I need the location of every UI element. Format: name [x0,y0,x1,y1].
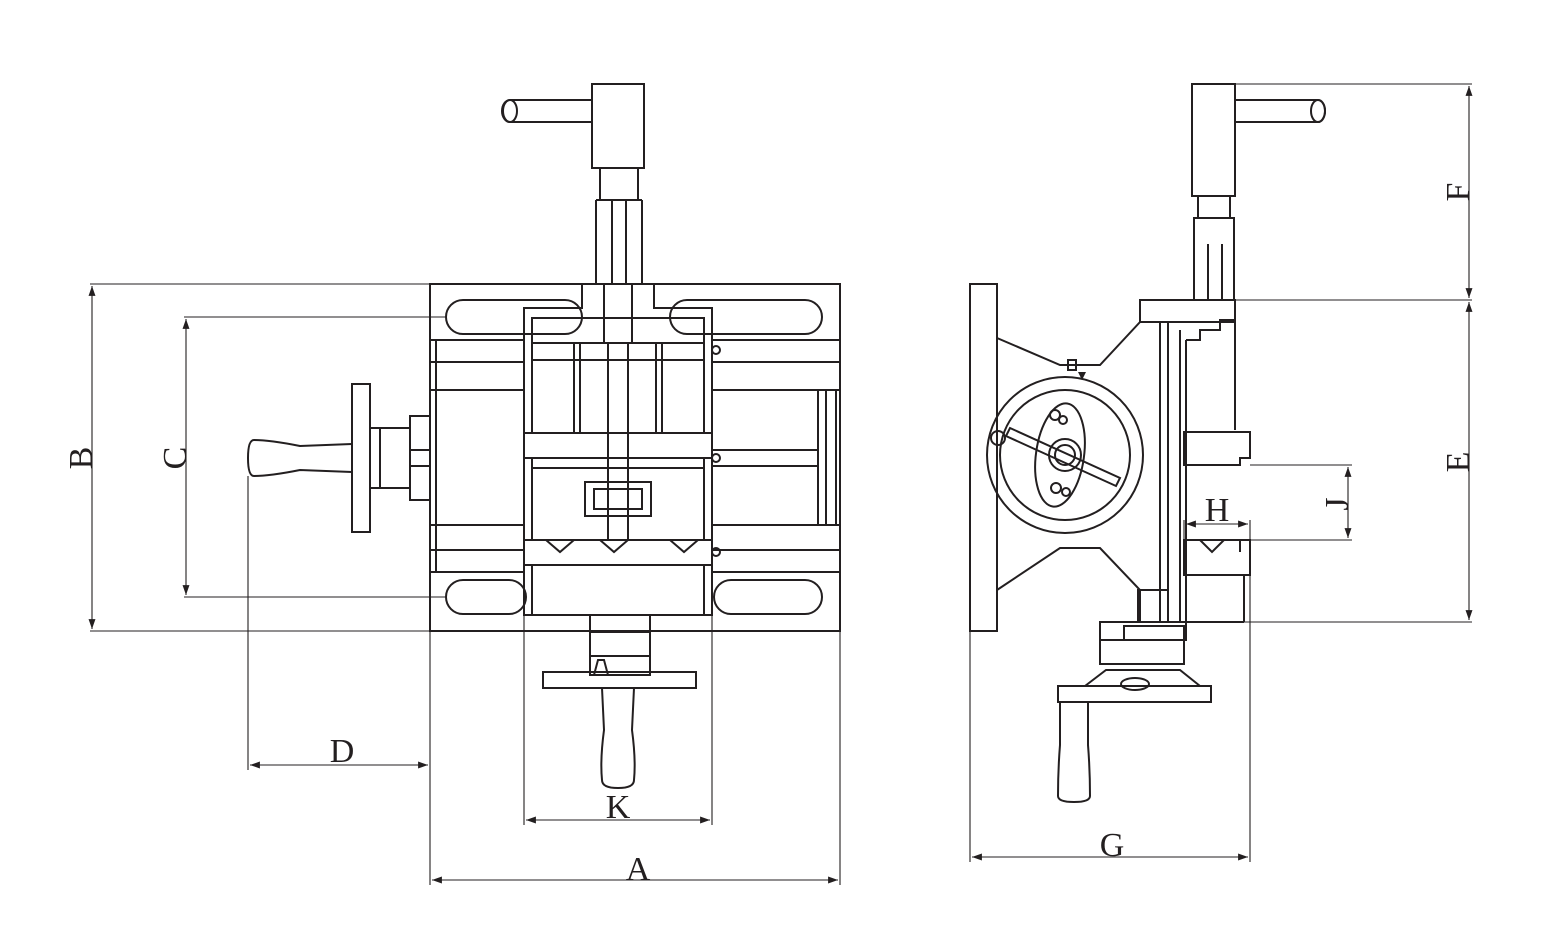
lead-screw-guides [573,284,663,540]
side-body-bottom-contour [996,547,1141,622]
label-G: G [1100,827,1125,864]
bolt-icon [711,453,721,463]
side-housing-walls [1159,322,1187,622]
label-H: H [1205,492,1230,529]
label-B: B [63,447,100,470]
label-J: J [1319,497,1356,510]
bolt-icon [711,345,721,355]
dimension-labels: A K D B C G H F E J [63,183,1477,888]
side-body-top-contour [996,299,1228,366]
label-K: K [606,789,631,826]
dimension-lines [88,83,1473,885]
rotation-dial [986,359,1144,534]
clamp-block-outer [584,481,652,517]
bolt-icon [711,547,721,557]
side-base-flange [969,283,998,632]
v-grooves [545,539,699,554]
mounting-slot-bottom-left [445,579,527,615]
guide-rails [430,339,840,573]
front-view [246,83,841,790]
bottom-handwheel [542,614,697,790]
side-top-crank [1191,83,1326,301]
label-A: A [626,851,651,888]
lower-jaw-v-groove [1199,539,1225,554]
slide-top-bar [531,317,705,344]
side-housing-step [1186,319,1236,430]
label-D: D [330,733,355,770]
side-bottom-handwheel [1056,589,1212,804]
mounting-slot-bottom-right [713,579,823,615]
top-crank-handle [501,83,645,284]
label-C: C [157,447,194,470]
slide-middle-bar [523,432,713,459]
side-housing-cap [1139,299,1236,323]
clamp-block-inner [593,488,643,510]
label-E: E [1440,452,1477,473]
side-view [969,83,1326,804]
label-F: F [1440,183,1477,202]
upper-jaw [1183,431,1251,466]
left-handwheel [246,383,431,533]
